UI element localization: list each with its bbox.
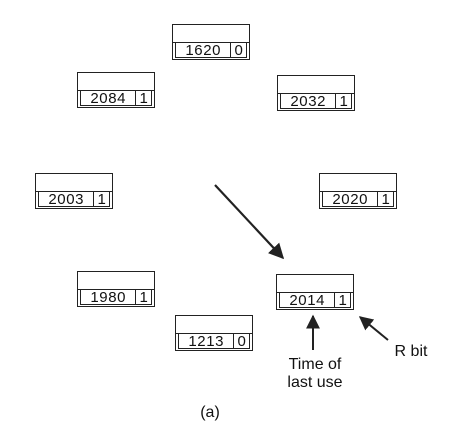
time-of-last-use-value: 1213 [178, 333, 235, 349]
r-bit-value: 0 [234, 333, 250, 349]
clock-hand-arrow [214, 184, 285, 260]
r-bit-label: R bit [394, 343, 428, 360]
r-bit-value: 1 [94, 191, 110, 207]
time-of-last-use-value: 2003 [38, 191, 95, 207]
page-frame: 1980 1 [77, 271, 155, 307]
time-of-last-use-label-line1: Time of [288, 356, 342, 373]
current-page-frame: 2014 1 [276, 274, 354, 310]
r-bit-arrow [358, 316, 389, 341]
time-of-last-use-value: 1980 [80, 289, 137, 305]
page-frame: 1213 0 [175, 315, 253, 351]
time-of-last-use-value: 2020 [322, 191, 379, 207]
time-of-last-use-value: 2084 [80, 90, 137, 106]
r-bit-value: 1 [336, 93, 352, 109]
r-bit-value: 1 [136, 289, 152, 305]
time-of-last-use-label-line2: last use [287, 374, 343, 392]
time-of-last-use-label: Time of last use [270, 356, 360, 393]
page-frame: 2003 1 [35, 173, 113, 209]
time-of-last-use-value: 2014 [279, 292, 336, 308]
page-frame: 2032 1 [277, 75, 355, 111]
page-frame: 2020 1 [319, 173, 397, 209]
time-of-last-use-value: 2032 [280, 93, 337, 109]
figure-caption: (a) [200, 404, 220, 421]
page-frame: 1620 0 [172, 24, 250, 60]
r-bit-value: 0 [231, 42, 247, 58]
r-bit-value: 1 [136, 90, 152, 106]
time-of-last-use-value: 1620 [175, 42, 232, 58]
page-frame: 2084 1 [77, 72, 155, 108]
r-bit-value: 1 [335, 292, 351, 308]
r-bit-value: 1 [378, 191, 394, 207]
